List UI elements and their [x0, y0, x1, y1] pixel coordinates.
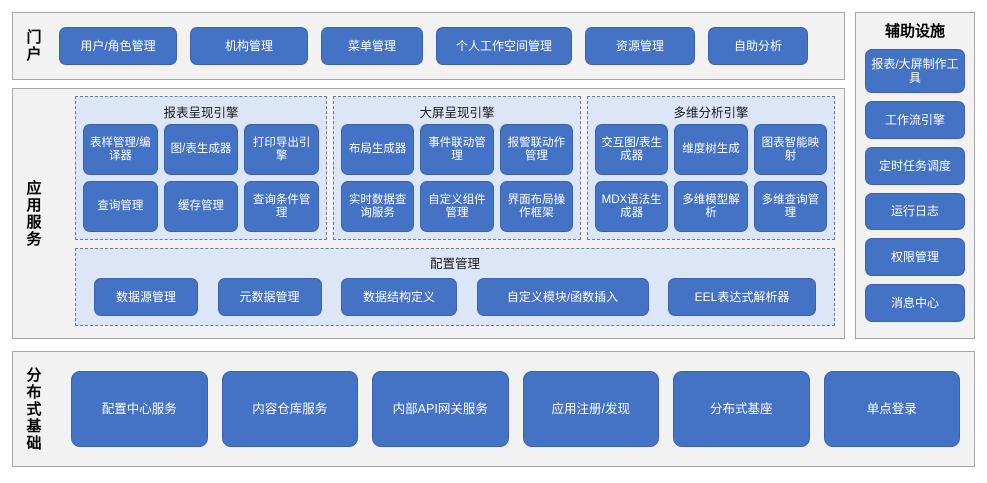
application-services-body: 报表呈现引擎 表样管理/编译器 图/表生成器 打印导出引擎 查询管理 缓存管理 …	[75, 96, 835, 331]
engine2-item-multidimensional-query-management[interactable]: 多维查询管理	[753, 181, 827, 232]
dist-item-single-sign-on[interactable]: 单点登录	[823, 371, 960, 447]
engine2-item-dimension-tree-generation[interactable]: 维度树生成	[674, 124, 748, 175]
engine-items-report-rendering: 表样管理/编译器 图/表生成器 打印导出引擎 查询管理 缓存管理 查询条件管理	[83, 124, 319, 232]
engine1-item-custom-component-management[interactable]: 自定义组件管理	[420, 181, 494, 232]
application-services-section: 应 用 服 务 报表呈现引擎 表样管理/编译器 图/表生成器 打印导出引擎 查询…	[12, 88, 845, 339]
engine1-item-ui-layout-operation-framework[interactable]: 界面布局操作框架	[499, 181, 573, 232]
portal-item-organization-management[interactable]: 机构管理	[190, 27, 308, 65]
config-item-datasource-management[interactable]: 数据源管理	[94, 278, 198, 316]
engine1-item-layout-generator[interactable]: 布局生成器	[341, 124, 415, 175]
distributed-foundation-section: 分 布 式 基 础 配置中心服务 内容仓库服务 内部API网关服务 应用注册/发…	[12, 351, 975, 467]
engine-items-large-screen-rendering: 布局生成器 事件联动管理 报警联动作管理 实时数据查询服务 自定义组件管理 界面…	[341, 124, 573, 232]
engine2-item-multidimensional-model-parsing[interactable]: 多维模型解析	[674, 181, 748, 232]
engine0-item-cache-management[interactable]: 缓存管理	[163, 181, 239, 232]
dist-caption-char-4: 础	[26, 434, 42, 452]
engine2-item-chart-smart-mapping[interactable]: 图表智能映射	[753, 124, 827, 175]
engine1-item-alarm-linkage-action-management[interactable]: 报警联动作管理	[499, 124, 573, 175]
configuration-management-items: 数据源管理 元数据管理 数据结构定义 自定义模块/函数插入 EEL表达式解析器	[84, 275, 826, 319]
engine-title-report-rendering: 报表呈现引擎	[163, 106, 239, 120]
engine-group-report-rendering: 报表呈现引擎 表样管理/编译器 图/表生成器 打印导出引擎 查询管理 缓存管理 …	[75, 96, 327, 240]
portal-item-self-service-analysis[interactable]: 自助分析	[708, 27, 808, 65]
engine0-item-query-condition-management[interactable]: 查询条件管理	[244, 181, 319, 232]
engine2-item-interactive-chart-table-generator[interactable]: 交互图/表生成器	[595, 124, 669, 175]
aux-item-workflow-engine[interactable]: 工作流引擎	[865, 100, 965, 139]
portal-caption-char-0: 门	[26, 29, 42, 46]
dist-caption-char-2: 式	[26, 400, 42, 418]
auxiliary-facilities-title: 辅助设施	[884, 23, 945, 40]
dist-item-content-repository-service[interactable]: 内容仓库服务	[221, 371, 358, 447]
engine-title-large-screen-rendering: 大屏呈现引擎	[419, 106, 495, 120]
engine0-item-chart-table-generator[interactable]: 图/表生成器	[163, 124, 239, 175]
dist-item-internal-api-gateway-service[interactable]: 内部API网关服务	[372, 371, 509, 447]
configuration-management-group: 配置管理 数据源管理 元数据管理 数据结构定义 自定义模块/函数插入 EEL表达…	[75, 248, 835, 326]
portal-section: 门 户 用户/角色管理 机构管理 菜单管理 个人工作空间管理 资源管理 自助分析	[12, 12, 845, 80]
config-item-metadata-management[interactable]: 元数据管理	[217, 278, 322, 316]
portal-button-row: 用户/角色管理 机构管理 菜单管理 个人工作空间管理 资源管理 自助分析	[59, 13, 836, 79]
portal-item-resource-management[interactable]: 资源管理	[585, 27, 695, 65]
aux-item-permission-management[interactable]: 权限管理	[865, 238, 965, 277]
appsvc-caption-char-2: 服	[26, 213, 42, 231]
distributed-foundation-caption: 分 布 式 基 础	[13, 352, 55, 466]
engine1-item-event-linkage-management[interactable]: 事件联动管理	[420, 124, 494, 175]
aux-item-runtime-log[interactable]: 运行日志	[865, 192, 965, 231]
appsvc-caption-char-1: 用	[26, 196, 42, 214]
configuration-management-title: 配置管理	[429, 257, 480, 271]
engine-items-multidimensional-analysis: 交互图/表生成器 维度树生成 图表智能映射 MDX语法生成器 多维模型解析 多维…	[595, 124, 827, 232]
aux-item-scheduled-task-scheduler[interactable]: 定时任务调度	[865, 146, 965, 185]
engine0-item-query-management[interactable]: 查询管理	[83, 181, 158, 232]
portal-caption-char-1: 户	[26, 46, 42, 63]
portal-item-user-role-management[interactable]: 用户/角色管理	[59, 27, 177, 65]
portal-item-menu-management[interactable]: 菜单管理	[321, 27, 423, 65]
engine1-item-realtime-data-query-service[interactable]: 实时数据查询服务	[341, 181, 415, 232]
portal-section-caption: 门 户	[13, 13, 55, 79]
engine0-item-template-management-compiler[interactable]: 表样管理/编译器	[83, 124, 158, 175]
distributed-foundation-items: 配置中心服务 内容仓库服务 内部API网关服务 应用注册/发现 分布式基座 单点…	[71, 352, 960, 466]
config-item-eel-expression-parser[interactable]: EEL表达式解析器	[668, 278, 816, 316]
appsvc-caption-char-0: 应	[26, 179, 42, 197]
portal-item-personal-workspace-management[interactable]: 个人工作空间管理	[436, 27, 572, 65]
dist-item-distributed-base[interactable]: 分布式基座	[673, 371, 810, 447]
engine0-item-print-export-engine[interactable]: 打印导出引擎	[244, 124, 319, 175]
dist-caption-char-3: 基	[26, 417, 42, 435]
engine-title-multidimensional-analysis: 多维分析引擎	[673, 106, 749, 120]
dist-caption-char-0: 分	[26, 366, 42, 384]
engine-group-multidimensional-analysis: 多维分析引擎 交互图/表生成器 维度树生成 图表智能映射 MDX语法生成器 多维…	[587, 96, 835, 240]
dist-item-config-center-service[interactable]: 配置中心服务	[71, 371, 208, 447]
config-item-custom-module-function-insertion[interactable]: 自定义模块/函数插入	[476, 278, 649, 316]
application-services-caption: 应 用 服 务	[13, 89, 55, 338]
engine2-item-mdx-syntax-generator[interactable]: MDX语法生成器	[595, 181, 669, 232]
dist-caption-char-1: 布	[26, 383, 42, 401]
config-item-data-structure-definition[interactable]: 数据结构定义	[341, 278, 457, 316]
aux-item-message-center[interactable]: 消息中心	[865, 284, 965, 323]
appsvc-caption-char-3: 务	[26, 230, 42, 248]
aux-item-report-dashboard-authoring-tool[interactable]: 报表/大屏制作工具	[865, 49, 965, 93]
engine-group-large-screen-rendering: 大屏呈现引擎 布局生成器 事件联动管理 报警联动作管理 实时数据查询服务 自定义…	[333, 96, 581, 240]
auxiliary-facilities-section: 辅助设施 报表/大屏制作工具 工作流引擎 定时任务调度 运行日志 权限管理 消息…	[855, 12, 975, 339]
dist-item-app-registration-discovery[interactable]: 应用注册/发现	[522, 371, 659, 447]
